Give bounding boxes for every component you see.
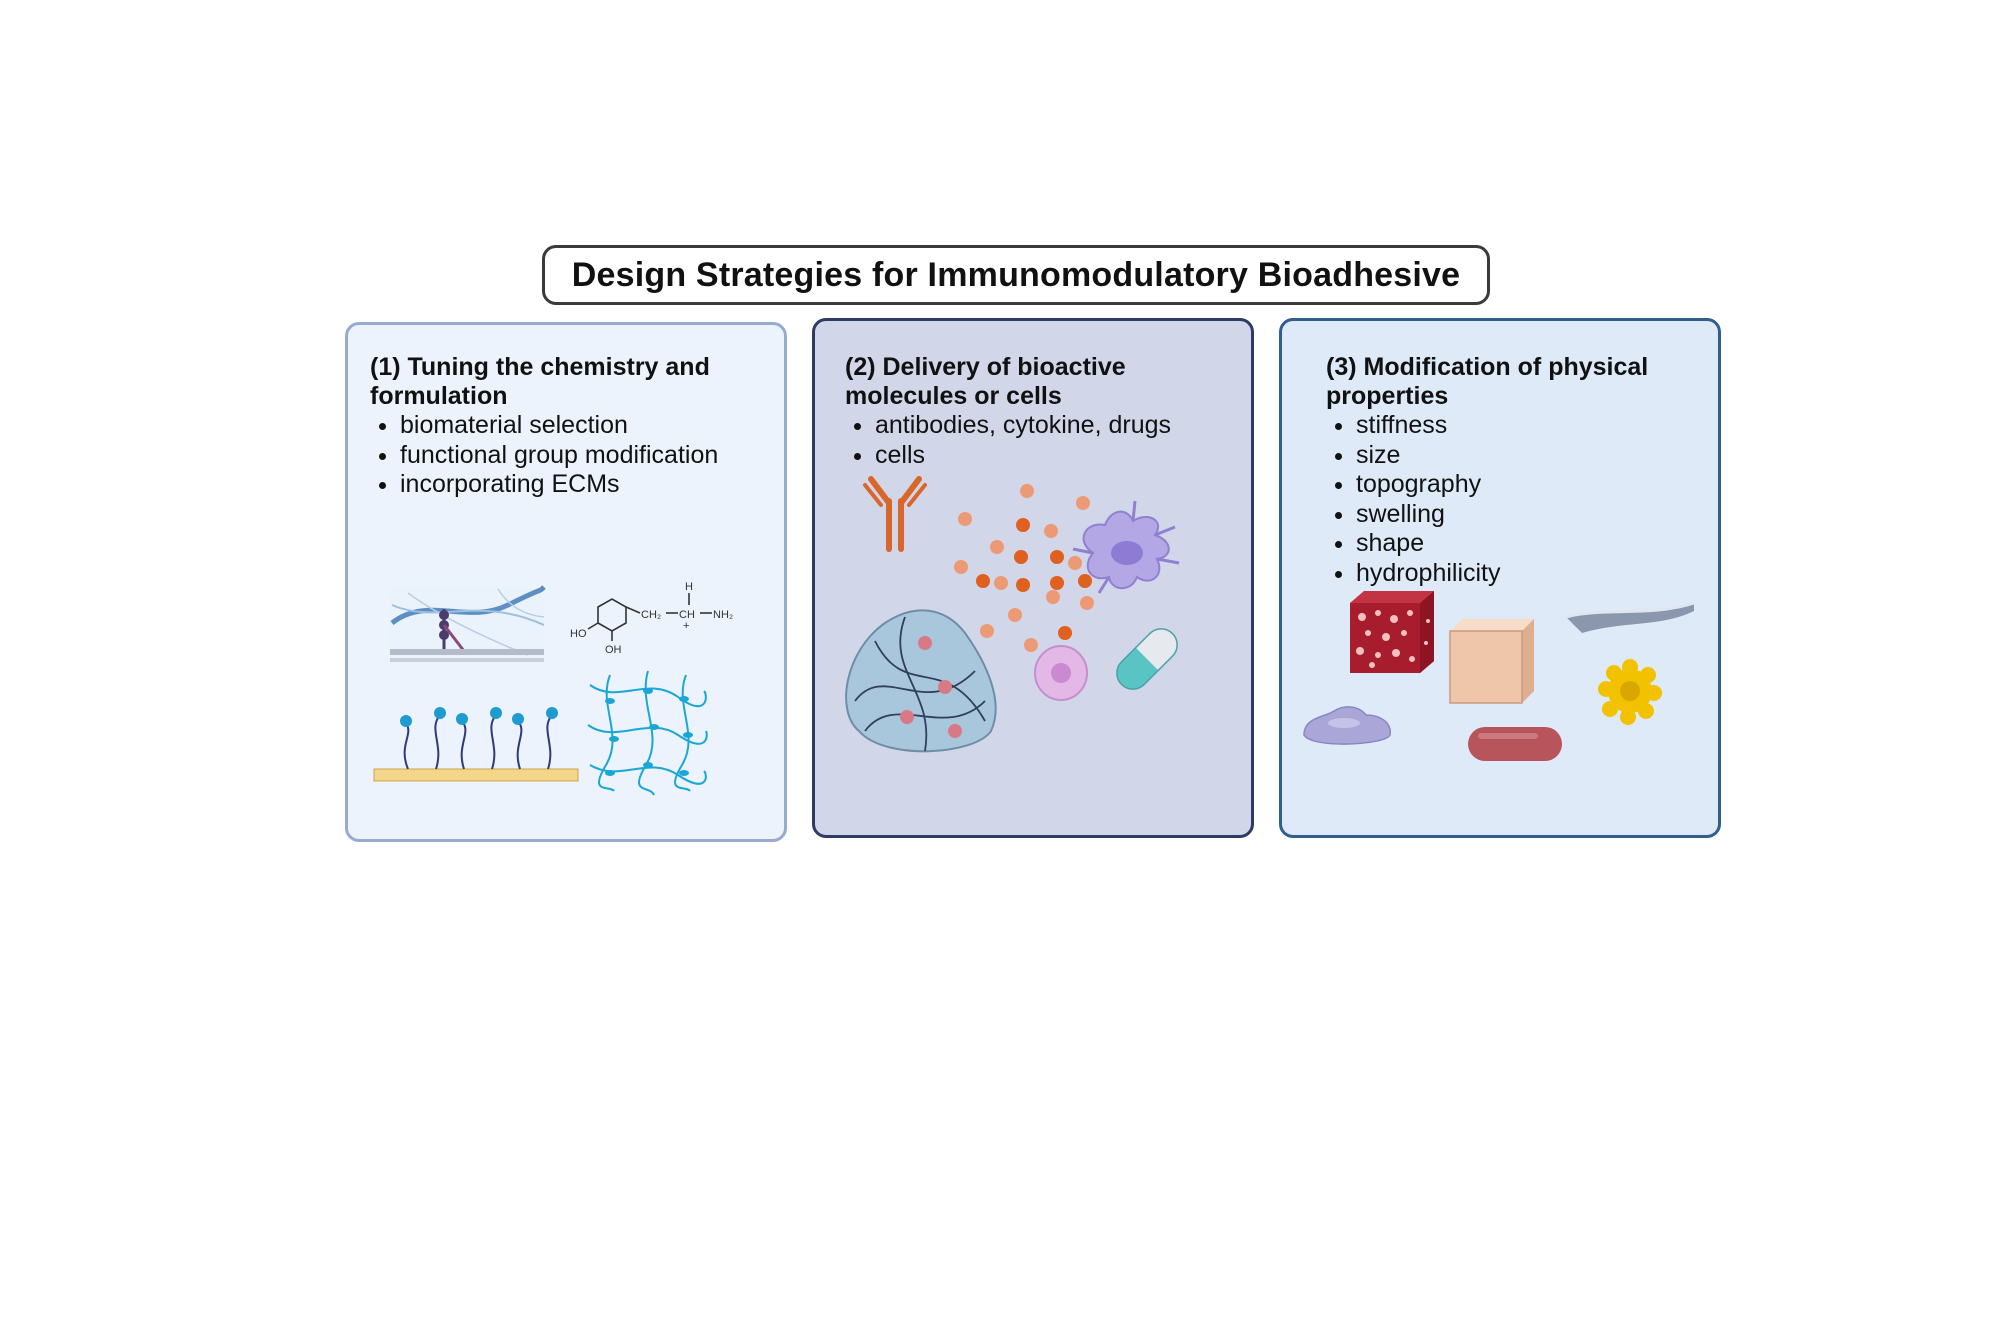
panel-heading: (3) Modification of physical properties — [1326, 353, 1649, 410]
panel-list: antibodies, cytokine, drugs cells — [823, 411, 1295, 470]
membrane-fiber-icon — [390, 585, 546, 662]
porous-scaffold-icon — [1350, 591, 1434, 673]
panel-chemistry-formulation: (1) Tuning the chemistry and formulation… — [345, 322, 787, 842]
panel-bioactive-delivery: (2) Delivery of bioactive molecules or c… — [812, 318, 1254, 838]
molecule-label: + — [683, 620, 689, 632]
list-item: shape — [1356, 529, 1686, 559]
list-item: swelling — [1356, 500, 1686, 530]
page-title: Design Strategies for Immunomodulatory B… — [571, 255, 1461, 294]
list-item: functional group modification — [400, 441, 730, 471]
list-item: antibodies, cytokine, drugs — [875, 411, 1295, 441]
rod-particle-icon — [1468, 727, 1562, 761]
list-item: hydrophilicity — [1356, 559, 1686, 589]
list-item: topography — [1356, 470, 1686, 500]
panel-physical-properties: (3) Modification of physical properties … — [1279, 318, 1721, 838]
dopamine-molecule-icon: CH₂ CH NH₂ H + HO OH — [570, 581, 733, 656]
droplet-icon — [1303, 706, 1391, 745]
molecule-label: CH — [679, 609, 695, 621]
panel-list: biomaterial selection functional group m… — [348, 411, 730, 500]
hydrogel-network-icon — [587, 670, 708, 796]
molecule-label: NH₂ — [713, 609, 733, 621]
soft-cube-icon — [1449, 619, 1534, 704]
molecule-label: H — [685, 581, 693, 593]
panel-heading: (2) Delivery of bioactive molecules or c… — [845, 353, 1126, 410]
hydrogel-with-cells-icon — [845, 609, 997, 753]
panel-heading: (1) Tuning the chemistry and formulation — [370, 353, 710, 410]
list-item: incorporating ECMs — [400, 470, 730, 500]
capsule-icon — [1116, 628, 1178, 690]
cell-icon — [1034, 645, 1088, 701]
title-box: Design Strategies for Immunomodulatory B… — [542, 245, 1490, 305]
panel-list: stiffness size topography swelling shape… — [1304, 411, 1686, 588]
dendritic-cell-icon — [1072, 500, 1180, 594]
molecule-label: CH₂ — [641, 609, 661, 621]
list-item: cells — [875, 441, 1295, 471]
list-item: biomaterial selection — [400, 411, 730, 441]
molecule-label: HO — [570, 628, 587, 640]
cytokine-particles-icon — [954, 484, 1110, 652]
antibody-icon — [863, 476, 927, 552]
nanoparticle-icon — [1598, 659, 1662, 725]
grafted-polymer-surface-icon — [373, 707, 579, 782]
list-item: size — [1356, 441, 1686, 471]
molecule-label: OH — [605, 644, 622, 656]
list-item: stiffness — [1356, 411, 1686, 441]
film-icon — [1565, 601, 1695, 633]
